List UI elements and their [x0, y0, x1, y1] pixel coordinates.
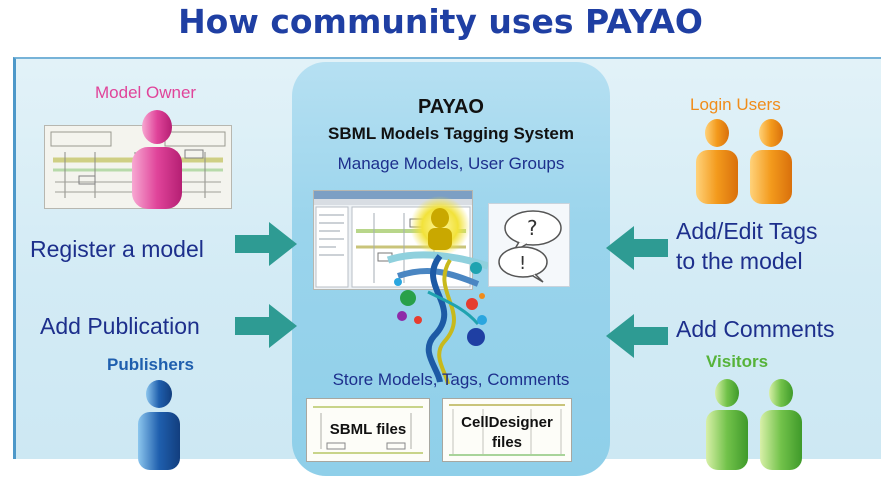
- to-the-model-label: to the model: [676, 248, 803, 274]
- manage-models-label: Manage Models, User Groups: [337, 154, 565, 173]
- dot-icon: [466, 327, 486, 347]
- publication-arrow-icon: [235, 304, 297, 348]
- login-users-group-icon: [690, 118, 800, 204]
- publisher-person-icon: [132, 378, 186, 470]
- add-edit-tags-label: Add/Edit Tags: [676, 218, 818, 244]
- visitors-label: Visitors: [706, 352, 769, 371]
- add-publication-label: Add Publication: [40, 313, 200, 339]
- diagram-title: How community uses PAYAO: [178, 2, 703, 41]
- register-model-label: Register a model: [30, 236, 204, 262]
- celldesigner-files-label: CellDesigner files: [461, 414, 553, 451]
- register-arrow-icon: [235, 222, 297, 266]
- svg-text:!: !: [519, 253, 526, 274]
- publishers-label: Publishers: [107, 355, 194, 374]
- model-owner-person-icon: [128, 107, 186, 211]
- svg-text:?: ?: [527, 216, 538, 240]
- store-models-label: Store Models, Tags, Comments: [332, 370, 570, 389]
- comments-arrow-icon: [606, 314, 668, 358]
- comments-bubbles-icon: ? !: [488, 203, 570, 287]
- payao-logo-graphic: [368, 196, 498, 386]
- sbml-files-label: SBML files: [329, 421, 407, 438]
- visitors-group-icon: [700, 378, 810, 472]
- model-owner-label: Model Owner: [95, 83, 197, 102]
- payao-title: PAYAO: [418, 96, 484, 118]
- sbml-files-card: SBML files: [306, 398, 430, 462]
- payao-subtitle: SBML Models Tagging System: [328, 124, 574, 143]
- tags-arrow-icon: [606, 226, 668, 270]
- celldesigner-files-card: CellDesigner files: [442, 398, 572, 462]
- add-comments-label: Add Comments: [676, 316, 835, 342]
- login-users-label: Login Users: [690, 95, 781, 114]
